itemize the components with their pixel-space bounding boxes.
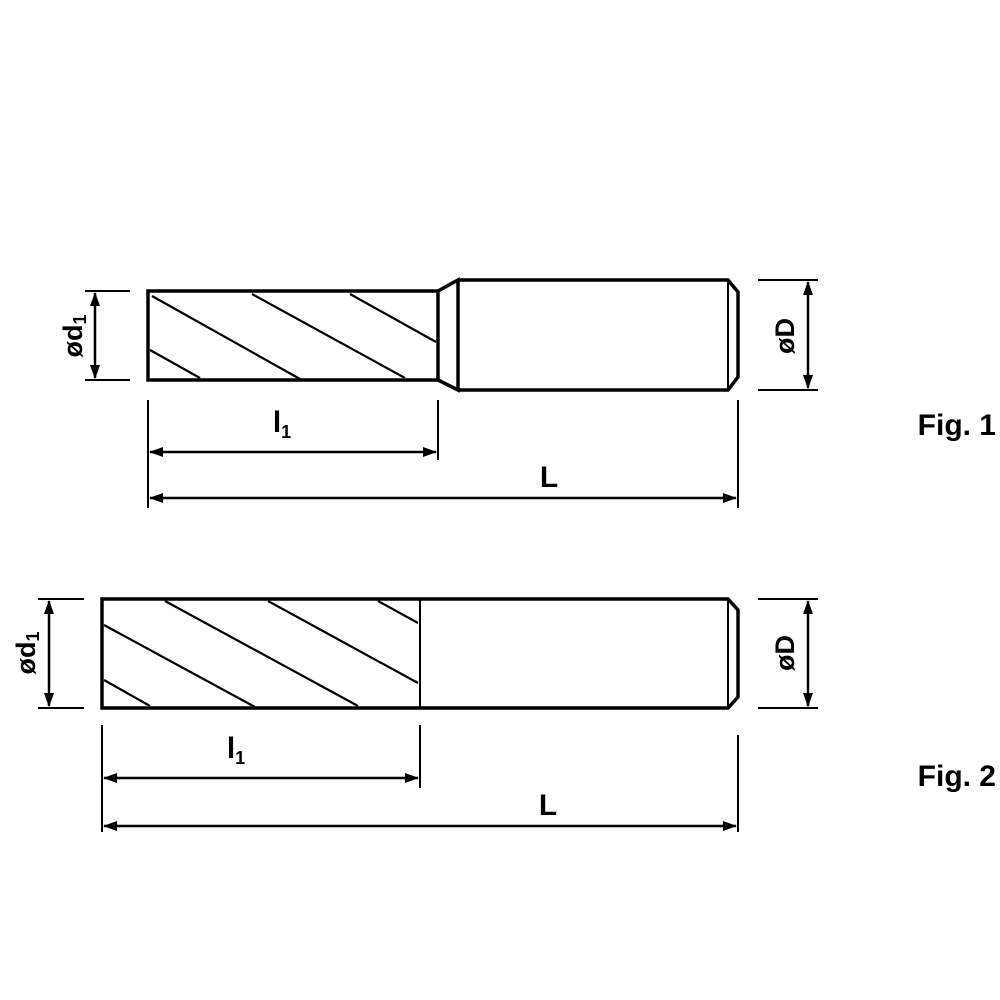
flutes-fig2: [103, 600, 419, 708]
cutting-length-dimension-fig2: l1: [101, 725, 421, 832]
shank-diameter-label: øD: [770, 318, 800, 354]
cutting-diameter-dimension-fig1: ød1: [58, 290, 130, 381]
overall-length-dimension-fig2: L: [103, 735, 739, 832]
figure-2: ød1 øD l1 L Fig. 2: [11, 597, 996, 832]
cutting-diameter-label: ød1: [11, 631, 43, 674]
cutting-length-label: l1: [273, 406, 291, 442]
cutting-length-dimension-fig1: l1: [147, 400, 439, 508]
overall-length-dimension-fig1: L: [149, 400, 739, 508]
overall-length-label: L: [539, 789, 557, 822]
figure-caption: Fig. 1: [918, 409, 996, 442]
cutting-diameter-label: ød1: [58, 314, 90, 357]
figure-1: ød1 øD l1 L Fig. 1: [58, 277, 996, 508]
cutting-diameter-dimension-fig2: ød1: [11, 598, 84, 709]
shank-diameter-dimension-fig1: øD: [758, 279, 818, 391]
figure-caption: Fig. 2: [918, 760, 996, 793]
tool-body-fig2: [100, 597, 740, 710]
overall-length-label: L: [540, 461, 558, 494]
shank-diameter-dimension-fig2: øD: [758, 598, 818, 709]
flutes-fig1: [149, 293, 437, 380]
cutting-length-label: l1: [227, 732, 245, 768]
tool-body-fig1: [146, 277, 740, 393]
shank-diameter-label: øD: [770, 635, 800, 671]
